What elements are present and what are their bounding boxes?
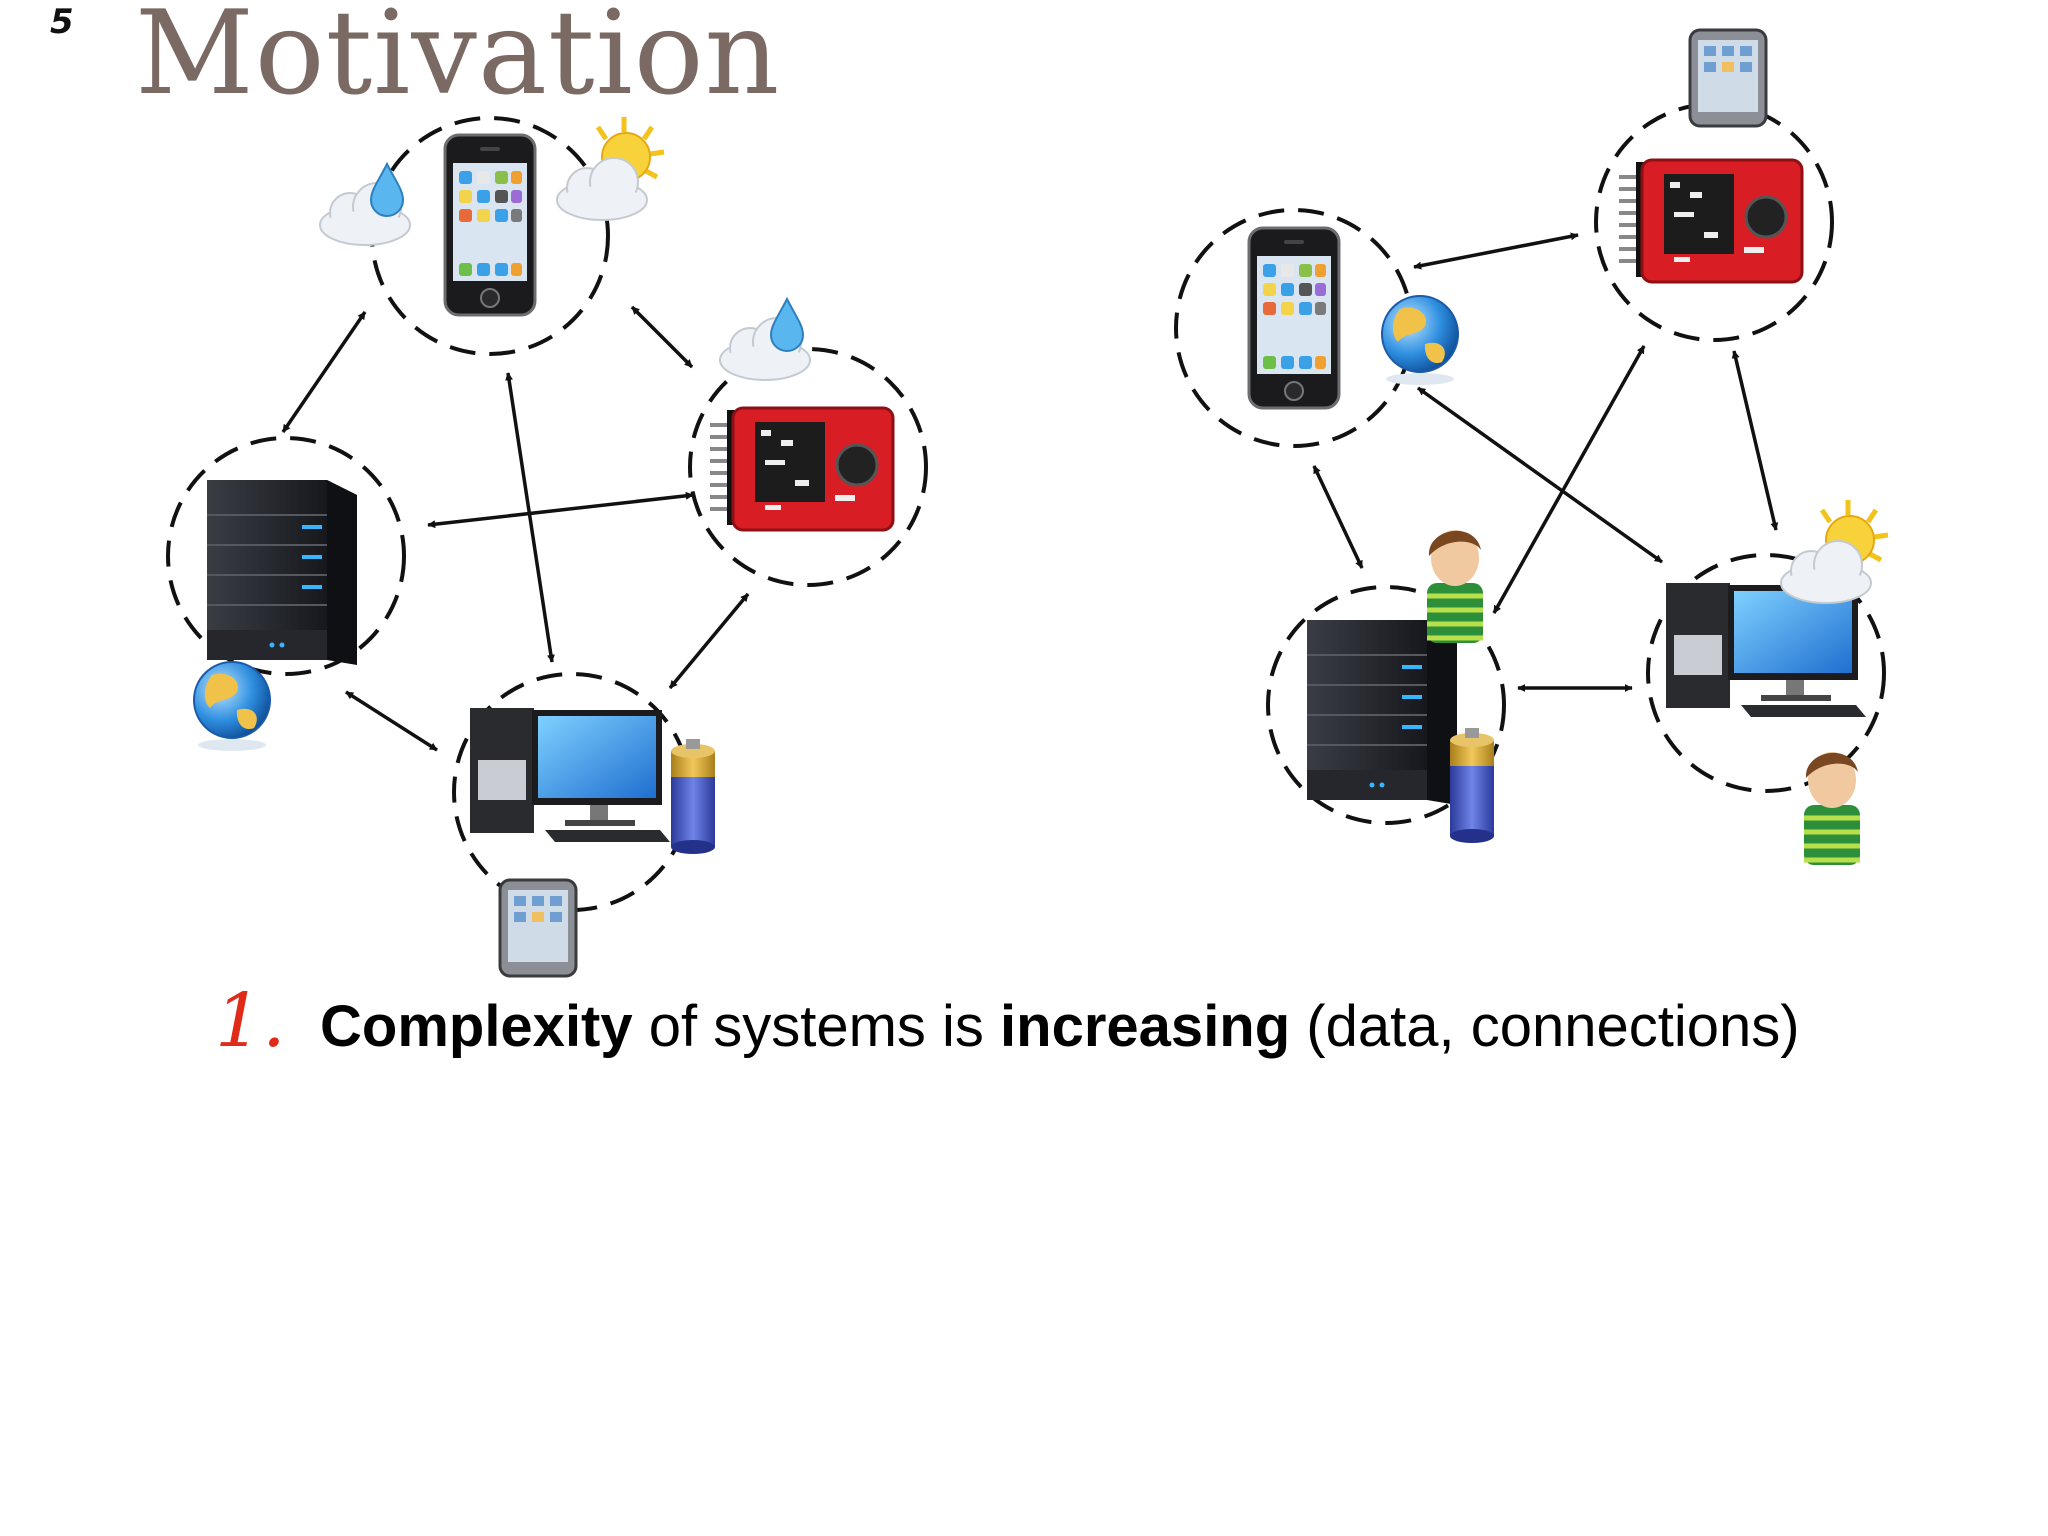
rain-cloud-icon	[720, 299, 810, 380]
link-smartphone-desktop	[505, 372, 555, 663]
smartphone-icon	[1247, 226, 1341, 410]
person-icon	[1427, 530, 1483, 643]
link-sensor-desktop	[1731, 350, 1779, 531]
caption-number: 1.	[215, 978, 286, 1064]
desktop-pc-icon	[470, 708, 670, 842]
link-sensor-desktop	[668, 592, 750, 690]
sun-cloud-icon	[1781, 500, 1888, 603]
tablet-icon	[498, 878, 578, 978]
tablet-icon	[1688, 28, 1768, 128]
battery-icon	[671, 739, 715, 854]
caption-text: Complexity of systems is increasing (dat…	[320, 993, 1800, 1060]
node-circle-server	[1266, 585, 1506, 825]
globe-icon	[193, 661, 271, 752]
diagram-left	[166, 117, 928, 978]
battery-icon	[1450, 728, 1494, 843]
slide-title: Motivation	[135, 0, 781, 121]
globe-icon	[1381, 295, 1459, 386]
sensor-board-icon	[708, 406, 895, 532]
link-server-desktop	[345, 690, 438, 752]
slide-number: 5	[50, 2, 74, 42]
caption-text-middle: of systems is	[632, 994, 1001, 1059]
link-smartphone-sensor	[1413, 232, 1579, 270]
rain-cloud-icon	[320, 164, 410, 245]
caption-term-complexity: Complexity	[320, 994, 633, 1059]
diagram-right	[1174, 28, 1888, 865]
node-circle-sensor-board	[1594, 102, 1834, 342]
sun-cloud-icon	[557, 117, 664, 220]
link-smartphone-sensor	[630, 305, 694, 369]
caption-term-increasing: increasing	[1000, 994, 1291, 1059]
sensor-board-icon	[1617, 158, 1804, 284]
server-icon	[206, 479, 358, 666]
node-circle-server	[166, 436, 406, 676]
link-server-sensor	[427, 491, 694, 529]
caption: 1. Complexity of systems is increasing (…	[215, 978, 2015, 1064]
person-icon	[1804, 752, 1860, 865]
node-circle-sensor-board	[688, 347, 928, 587]
link-smartphone-server	[1312, 465, 1364, 569]
node-circle-desktop-pc	[1646, 553, 1886, 793]
server-icon	[1306, 619, 1458, 806]
caption-text-end: (data, connections)	[1290, 994, 1800, 1059]
link-smartphone-server	[281, 311, 367, 433]
smartphone-icon	[443, 133, 537, 317]
link-sensor-server	[1492, 345, 1646, 614]
